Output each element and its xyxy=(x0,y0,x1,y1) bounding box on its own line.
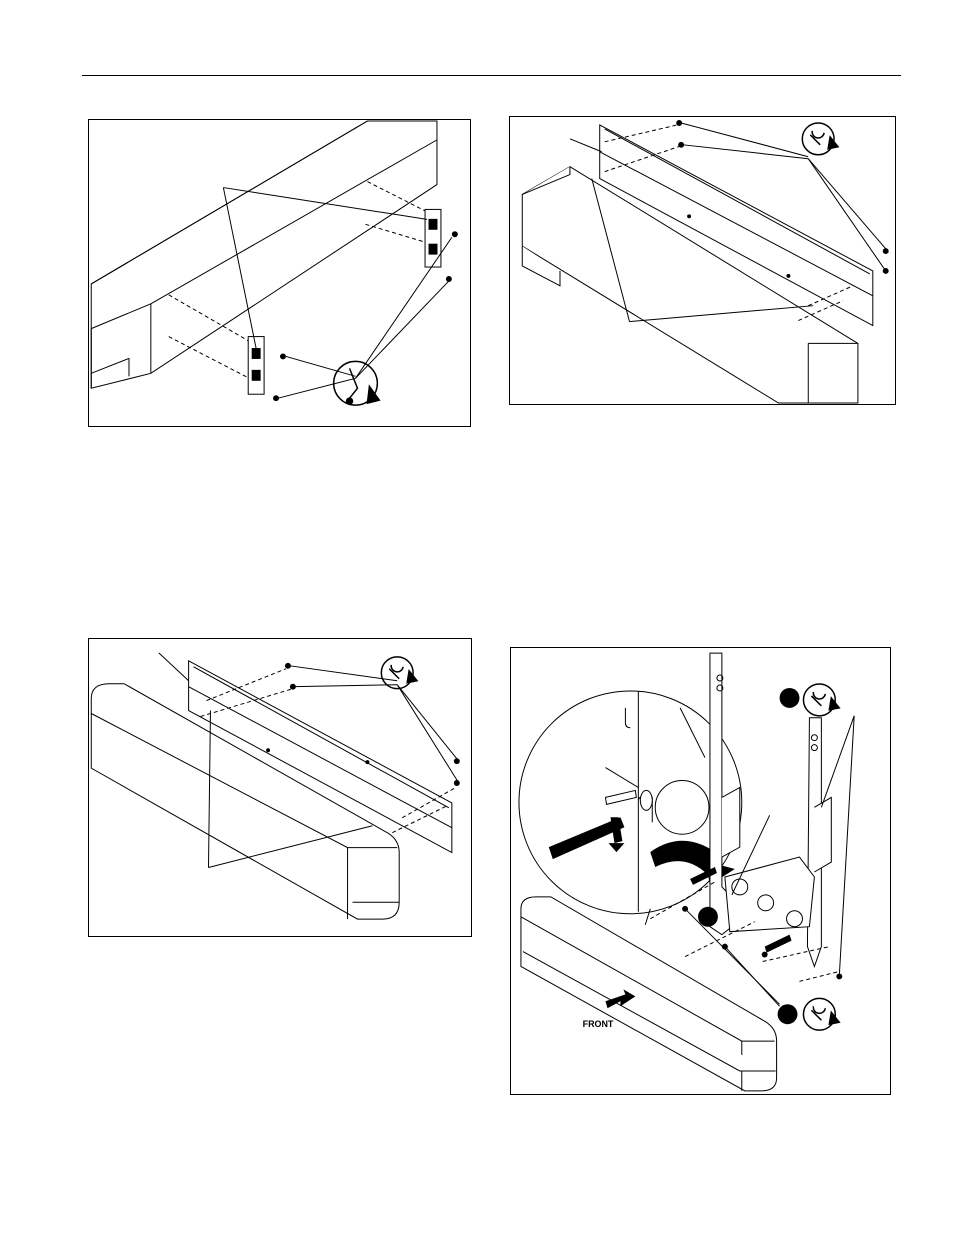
wrench-rotate-icon-bottom xyxy=(803,998,839,1030)
figure-2-illustration xyxy=(510,117,895,404)
figure-1-bracket-attach xyxy=(88,119,471,427)
bracket-left xyxy=(248,337,264,395)
screwdriver-rotate-icon xyxy=(334,361,380,405)
header-rule xyxy=(82,75,901,76)
bracket-right xyxy=(425,209,441,267)
figure-3-plate-attach xyxy=(88,638,472,937)
figure-3-illustration xyxy=(89,639,471,936)
front-label: FRONT xyxy=(583,1019,614,1029)
detail-callout xyxy=(519,691,742,914)
figure-4-illustration: FRONT xyxy=(511,648,890,1094)
figure-4-bracket-mount: FRONT xyxy=(510,647,891,1095)
figure-2-plate-attach xyxy=(509,116,896,405)
wrench-rotate-icon-top xyxy=(803,684,839,716)
wrench-rotate-icon xyxy=(802,123,838,155)
figure-1-illustration xyxy=(89,120,470,426)
wrench-rotate-icon xyxy=(381,657,417,689)
